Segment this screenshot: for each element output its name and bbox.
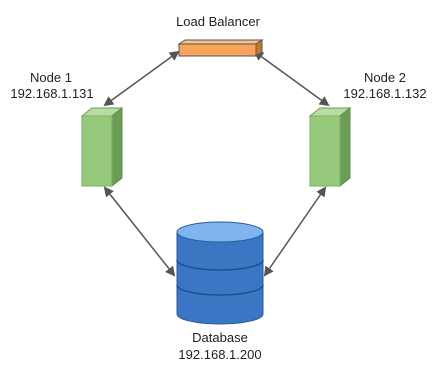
connector-node1-database — [103, 186, 176, 277]
database-top — [176, 221, 264, 243]
load-balancer-top-face — [177, 39, 264, 45]
node2-ip-label: 192.168.1.132 — [343, 86, 427, 101]
database-name-label: Database — [192, 330, 248, 345]
node1-side-face — [111, 106, 123, 188]
node1-server-shape — [80, 106, 124, 188]
node1-ip-label: 192.168.1.131 — [10, 86, 94, 101]
load-balancer-label: Load Balancer — [176, 14, 260, 29]
node1-name-label: Node 1 — [30, 70, 72, 85]
database-band-1 — [176, 259, 264, 271]
node1-front-face — [81, 115, 113, 187]
database-cylinder-icon — [176, 221, 264, 325]
load-balancer-shape — [177, 39, 264, 57]
node2-server-shape — [308, 106, 352, 188]
database-body — [176, 231, 264, 325]
load-balancer-front-face — [178, 43, 257, 57]
database-band-2 — [176, 284, 264, 296]
node2-name-label: Node 2 — [364, 70, 406, 85]
connector-load-balancer-node2 — [253, 50, 330, 107]
database-ip-label: 192.168.1.200 — [178, 347, 262, 362]
node2-front-face — [309, 115, 341, 187]
connector-node2-database — [263, 186, 327, 277]
node2-side-face — [339, 106, 351, 188]
connector-node1-load-balancer — [103, 50, 180, 107]
